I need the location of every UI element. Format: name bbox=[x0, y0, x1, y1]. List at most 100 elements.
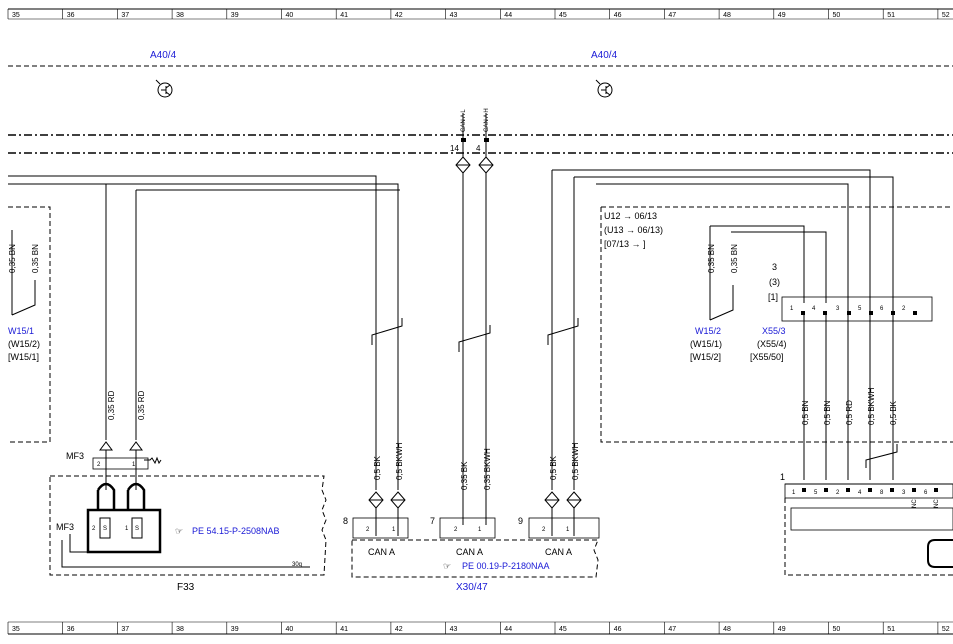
svg-text:S: S bbox=[103, 526, 107, 532]
u13-label: (U13 → 06/13) bbox=[604, 225, 663, 235]
x30c-pin-2: 2 bbox=[542, 527, 546, 533]
mf3-pin-2: 2 bbox=[97, 462, 101, 468]
ruler-label: 47 bbox=[668, 626, 676, 633]
wire-bn-right-2: 0,35 BN bbox=[730, 244, 739, 273]
can-a-label-3: CAN A bbox=[545, 547, 572, 557]
ruler-label: 48 bbox=[723, 12, 731, 19]
x30-label: X30/47 bbox=[456, 582, 488, 593]
right-pin-contact bbox=[868, 488, 872, 492]
ruler-label: 43 bbox=[450, 12, 458, 19]
x55-pin-label: 3 bbox=[836, 306, 840, 312]
can-a-label-2: CAN A bbox=[456, 547, 483, 557]
x55-pin-contact bbox=[801, 311, 805, 315]
ruler-label: 44 bbox=[504, 626, 512, 633]
w15-right-3: [W15/2] bbox=[690, 352, 721, 362]
ruler-label: 44 bbox=[504, 12, 512, 19]
mf3-bottom-label: MF3 bbox=[56, 522, 74, 532]
svg-text:2: 2 bbox=[92, 526, 96, 532]
x30b-pin-2: 2 bbox=[454, 527, 458, 533]
x30-node-8: 8 bbox=[343, 516, 348, 526]
ruler-label: 35 bbox=[12, 626, 20, 633]
svg-text:1: 1 bbox=[125, 526, 129, 532]
wire-rd-1: 0,35 RD bbox=[107, 390, 116, 420]
pe-f33-icon: ☞ bbox=[175, 526, 183, 536]
w15-right-2: (W15/1) bbox=[690, 339, 722, 349]
x30-node-9: 9 bbox=[518, 516, 523, 526]
x30a-pin-2: 2 bbox=[366, 527, 370, 533]
nc-label-2: NC bbox=[934, 499, 940, 508]
x30-diamonds bbox=[368, 491, 582, 509]
pe-x30-icon: ☞ bbox=[443, 561, 451, 571]
ruler-label: 41 bbox=[340, 626, 348, 633]
x55-pin-label: 5 bbox=[858, 306, 862, 312]
can-h-label: CAN A H bbox=[484, 108, 490, 132]
wire-bn-4: 0,5 BN bbox=[823, 400, 832, 425]
wire-bk-1: 0,5 BK bbox=[373, 455, 382, 480]
x55-pin-contact bbox=[823, 311, 827, 315]
ruler-label: 36 bbox=[67, 12, 75, 19]
right-pin-contact bbox=[934, 488, 938, 492]
ruler-label: 51 bbox=[887, 12, 895, 19]
ruler-label: 39 bbox=[231, 626, 239, 633]
w15-left-3: [W15/1] bbox=[8, 352, 39, 362]
ruler-label: 38 bbox=[176, 626, 184, 633]
nc-label-1: NC bbox=[912, 499, 918, 508]
pe-x30-ref[interactable]: PE 00.19-P-2180NAA bbox=[462, 561, 550, 571]
ruler-label: 49 bbox=[778, 12, 786, 19]
conn3-label-2: (3) bbox=[769, 277, 780, 287]
x55-pin-contact bbox=[891, 311, 895, 315]
wire-rd-2: 0,35 RD bbox=[137, 390, 146, 420]
wire-bkwh-3: 0,5 BKWH bbox=[571, 442, 580, 480]
wire-bk-3: 0,5 BK bbox=[549, 455, 558, 480]
ruler-label: 46 bbox=[614, 626, 622, 633]
conn3-label-1: 3 bbox=[772, 262, 777, 272]
pe-f33-ref[interactable]: PE 54.15-P-2508NAB bbox=[192, 526, 280, 536]
transistor-symbol-right bbox=[595, 79, 613, 98]
ruler-label: 50 bbox=[833, 12, 841, 19]
right-pin-label: 6 bbox=[924, 490, 928, 496]
wire-bk-4: 0,5 BK bbox=[889, 400, 898, 425]
wire-bkwh-4: 0,5 BKWH bbox=[867, 387, 876, 425]
pin-14-label: 14 bbox=[450, 144, 459, 153]
wire-bk-2: 0,35 BK bbox=[460, 461, 469, 490]
u12-label: U12 → 06/13 bbox=[604, 211, 657, 221]
right-connector-strip bbox=[784, 483, 953, 499]
x30b-pin-1: 1 bbox=[478, 527, 482, 533]
ruler-label: 36 bbox=[67, 626, 75, 633]
ruler-label: 41 bbox=[340, 12, 348, 19]
svg-text:S: S bbox=[135, 526, 139, 532]
w15-left-2: (W15/2) bbox=[8, 339, 40, 349]
x55-pin-label: 2 bbox=[902, 306, 906, 312]
mf3-top-label: MF3 bbox=[66, 451, 84, 461]
wire-bkwh-1: 0,5 BKWH bbox=[395, 442, 404, 480]
a40-right-label: A40/4 bbox=[591, 50, 618, 61]
conn3-label-3: [1] bbox=[768, 292, 778, 302]
can-connector-l bbox=[455, 156, 471, 174]
right-pin-contact bbox=[846, 488, 850, 492]
wire-bn-right-1: 0,35 BN bbox=[707, 244, 716, 273]
f33-30g: 30g bbox=[292, 562, 302, 568]
ruler-label: 46 bbox=[614, 12, 622, 19]
wire-bn-left-2: 0,35 BN bbox=[31, 244, 40, 273]
wire-bn-3: 0,5 BN bbox=[801, 400, 810, 425]
right-pin-label: 8 bbox=[880, 490, 884, 496]
can-connector-h bbox=[478, 156, 494, 174]
right-pin-contact bbox=[802, 488, 806, 492]
x55-label-2: (X55/4) bbox=[757, 339, 787, 349]
ruler-label: 35 bbox=[12, 12, 20, 19]
x55-pin-contact bbox=[913, 311, 917, 315]
ruler-label: 51 bbox=[887, 626, 895, 633]
ruler-label: 52 bbox=[942, 12, 950, 19]
ruler-label: 37 bbox=[121, 12, 129, 19]
u07-label: [07/13 → ] bbox=[604, 239, 646, 249]
can-l-label: CAN A L bbox=[461, 109, 467, 132]
x55-pin-label: 1 bbox=[790, 306, 794, 312]
x55-pin-label: 4 bbox=[812, 306, 816, 312]
x30a-pin-1: 1 bbox=[392, 527, 396, 533]
ruler-label: 39 bbox=[231, 12, 239, 19]
x55-pin-contact bbox=[869, 311, 873, 315]
fuse-block: S S 2 1 bbox=[86, 482, 162, 554]
